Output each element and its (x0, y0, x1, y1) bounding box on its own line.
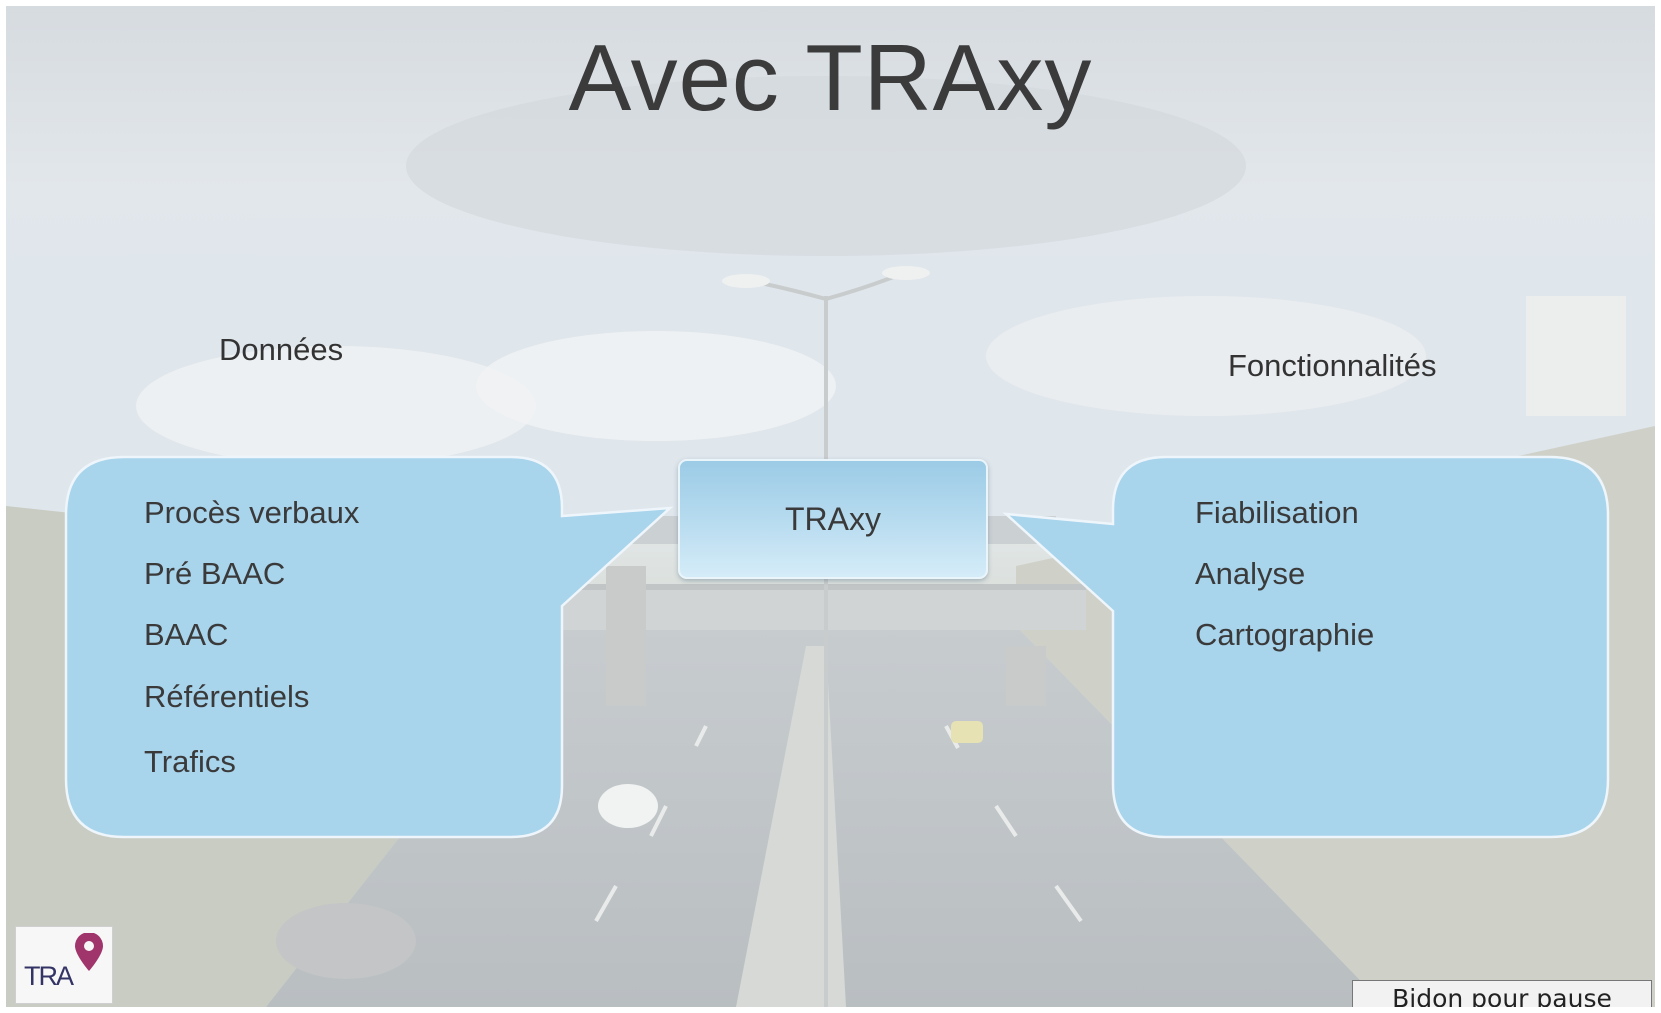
logo-text: TRA (24, 961, 74, 991)
left-callout-bubble (64, 455, 674, 839)
data-caption: Données (219, 332, 344, 367)
list-item: Procès verbaux (144, 495, 360, 530)
list-item: BAAC (144, 617, 229, 652)
list-item: Cartographie (1195, 617, 1375, 652)
list-item: Fiabilisation (1195, 495, 1359, 530)
slide-title: Avec TRAxy (568, 25, 1093, 130)
callout-shapes (64, 455, 1610, 839)
right-callout-bubble (1002, 455, 1610, 839)
center-box-label: TRAxy (785, 500, 881, 537)
features-caption: Fonctionnalités (1228, 348, 1437, 383)
traxy-logo: TRA (15, 926, 113, 1004)
traxy-center-box: TRAxy (678, 459, 988, 579)
list-item: Analyse (1195, 556, 1306, 591)
location-pin-icon (75, 933, 103, 971)
pause-button[interactable]: Bidon pour pause (1352, 980, 1652, 1007)
list-item: Référentiels (144, 679, 310, 714)
slide: Avec TRAxy Données Fonctionnalités Procè… (6, 6, 1655, 1007)
list-item: Pré BAAC (144, 556, 286, 591)
list-item: Trafics (144, 744, 236, 779)
